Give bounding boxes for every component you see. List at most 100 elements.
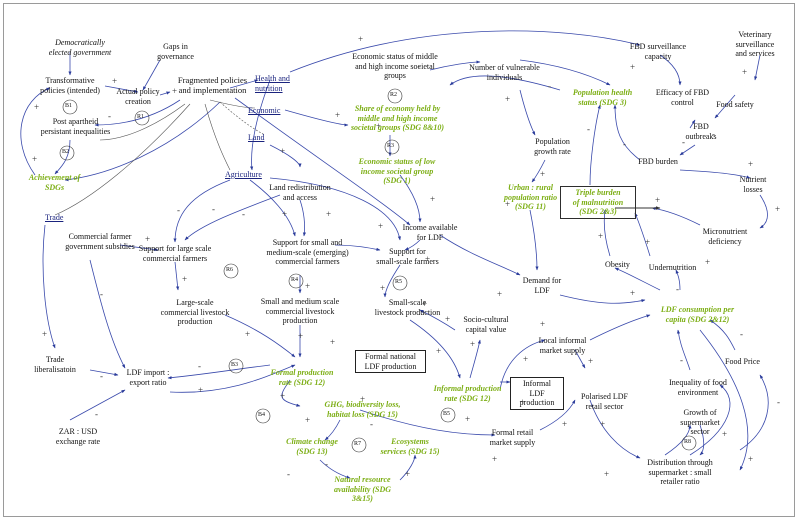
polarity-45: -	[212, 204, 215, 214]
edge-import-to-formal	[169, 364, 296, 393]
polarity-23: -	[777, 397, 780, 407]
node-efficacy-fbd: Efficacy of FBD control	[655, 88, 710, 107]
edge-subsidies-to-import	[89, 259, 126, 369]
edge-climate-to-natural	[319, 459, 351, 479]
edge-undernutrition-to-triple	[634, 212, 651, 257]
edge-growth-supermarket-to-distribution	[699, 424, 705, 456]
node-natural-resource: Natural resource availability (SDG 3&15)	[333, 475, 392, 503]
node-gaps-in-governance: Gaps in governance	[157, 42, 194, 61]
node-sme-livestock-production: Small and medium scale commercial livest…	[260, 297, 340, 325]
loop-circle-loop-r8	[681, 435, 697, 451]
polarity-19: +	[630, 288, 636, 298]
edge-trade-to-liberalisation	[42, 224, 56, 349]
loop-r5: R5	[395, 279, 403, 285]
polarity-48: +	[326, 209, 332, 219]
node-urban-rural-ratio: Urban : rural population ratio (SDG 11)	[503, 183, 558, 211]
edge-inequality-to-consumption	[676, 329, 691, 371]
edge-agri-to-support-smallfarm	[269, 177, 401, 241]
polarity-25: +	[722, 429, 728, 439]
polarity-42: +	[376, 121, 382, 131]
edge-gray-fragmented-to-trade	[54, 103, 191, 216]
polarity-15: +	[655, 195, 661, 205]
polarity-40: -	[418, 61, 421, 71]
node-economic[interactable]: Economic	[248, 106, 281, 115]
polarity-3: -	[108, 111, 111, 121]
edge-vulnerable-to-health	[519, 59, 611, 86]
polarity-64: -	[95, 409, 98, 419]
node-fbd-burden: FBD burden	[638, 157, 678, 166]
polarity-11: -	[587, 124, 590, 134]
edge-gray-fragmented-to-demo	[99, 103, 186, 141]
polarity-59: +	[330, 337, 336, 347]
loop-r7: R7	[354, 441, 362, 447]
edge-population-health-to-economic	[449, 75, 561, 91]
edge-growth-to-urban	[531, 159, 546, 183]
polarity-9: -	[712, 129, 715, 139]
edge-fragmented-to-achievement	[64, 101, 221, 182]
edge-local-to-consumption	[589, 314, 651, 341]
edge-actual-to-fragmented	[159, 91, 171, 96]
edge-gray-fragmented-to-economic	[209, 99, 256, 109]
loop-r4: R4	[291, 277, 299, 283]
node-food-price: Food Price	[725, 357, 760, 366]
edge-consumption-to-undernutrition	[675, 269, 681, 291]
edge-natural-to-ecosystems	[399, 454, 417, 481]
polarity-26: +	[604, 469, 610, 479]
edge-informal-rate-to-sociocultural	[469, 339, 481, 379]
polarity-12: -	[623, 139, 626, 149]
polarity-6: +	[358, 34, 364, 44]
node-distribution-supermarket: Distribution through supermarket : small…	[647, 458, 713, 486]
polarity-74: +	[465, 414, 471, 424]
polarity-27: +	[600, 419, 606, 429]
polarity-41: +	[335, 110, 341, 120]
node-zar-usd: ZAR : USD exchange rate	[55, 427, 101, 446]
edge-economic-to-share	[284, 109, 349, 127]
edge-triple-to-population-health	[589, 104, 601, 186]
polarity-52: +	[182, 274, 188, 284]
polarity-47: +	[282, 209, 288, 219]
polarity-54: +	[380, 283, 386, 293]
polarity-17: +	[645, 237, 651, 247]
node-nutrient-losses: Nutrient losses	[739, 175, 767, 194]
edge-economic-mh-to-vulnerable	[429, 60, 481, 71]
node-trade[interactable]: Trade	[45, 213, 64, 222]
polarity-29: +	[588, 356, 594, 366]
polarity-13: +	[748, 159, 754, 169]
polarity-62: +	[198, 385, 204, 395]
node-agriculture[interactable]: Agriculture	[225, 170, 262, 179]
node-sociocultural-value: Socio-cultural capital value	[463, 315, 509, 334]
node-climate-change: Climate change (SDG 13)	[286, 437, 338, 456]
polarity-14: +	[775, 204, 781, 214]
polarity-39: +	[425, 254, 431, 264]
node-formal-retail-supply: Formal retail market supply	[489, 428, 536, 447]
edge-gray-fragmented-to-agri	[204, 103, 231, 171]
edge-consumption-to-obesity	[614, 267, 661, 291]
node-triple-burden: Triple burden of malnutrition (SDG 2&3)	[560, 186, 636, 219]
edge-income-to-smallfarm	[404, 239, 421, 251]
edge-safety-to-outbreaks	[714, 94, 736, 119]
node-fbd-outbreaks: FBD outbreaks	[685, 122, 717, 141]
polarity-33: +	[497, 289, 503, 299]
polarity-31: +	[540, 319, 546, 329]
loop-b4: B4	[258, 412, 266, 418]
loop-circle-loop-b1	[62, 99, 78, 115]
polarity-67: +	[305, 415, 311, 425]
node-land[interactable]: Land	[248, 133, 265, 142]
polarity-71: -	[370, 419, 373, 429]
loop-circle-loop-b3	[228, 358, 244, 374]
node-democratic-government: Democratically elected government	[48, 38, 112, 57]
polarity-8: +	[742, 67, 748, 77]
node-local-informal-market: Local informal market supply	[538, 336, 587, 355]
polarity-61: -	[198, 361, 201, 371]
node-population-health: Population health status (SDG 3)	[572, 88, 633, 107]
edge-formal-to-ghg	[281, 379, 301, 407]
polarity-60: +	[436, 346, 442, 356]
node-informal-production-rate: Informal production rate (SDG 12)	[433, 384, 502, 403]
node-food-safety: Food safety	[716, 100, 754, 109]
node-health-nutrition[interactable]: Health and nutrition	[255, 74, 290, 93]
node-growth-supermarket: Growth of supermarket sector	[680, 408, 720, 436]
polarity-28: +	[562, 419, 568, 429]
loop-r1: R1	[137, 114, 145, 120]
node-land-redistribution: Land redistribution and access	[269, 183, 331, 202]
loop-b2: B2	[62, 149, 70, 155]
